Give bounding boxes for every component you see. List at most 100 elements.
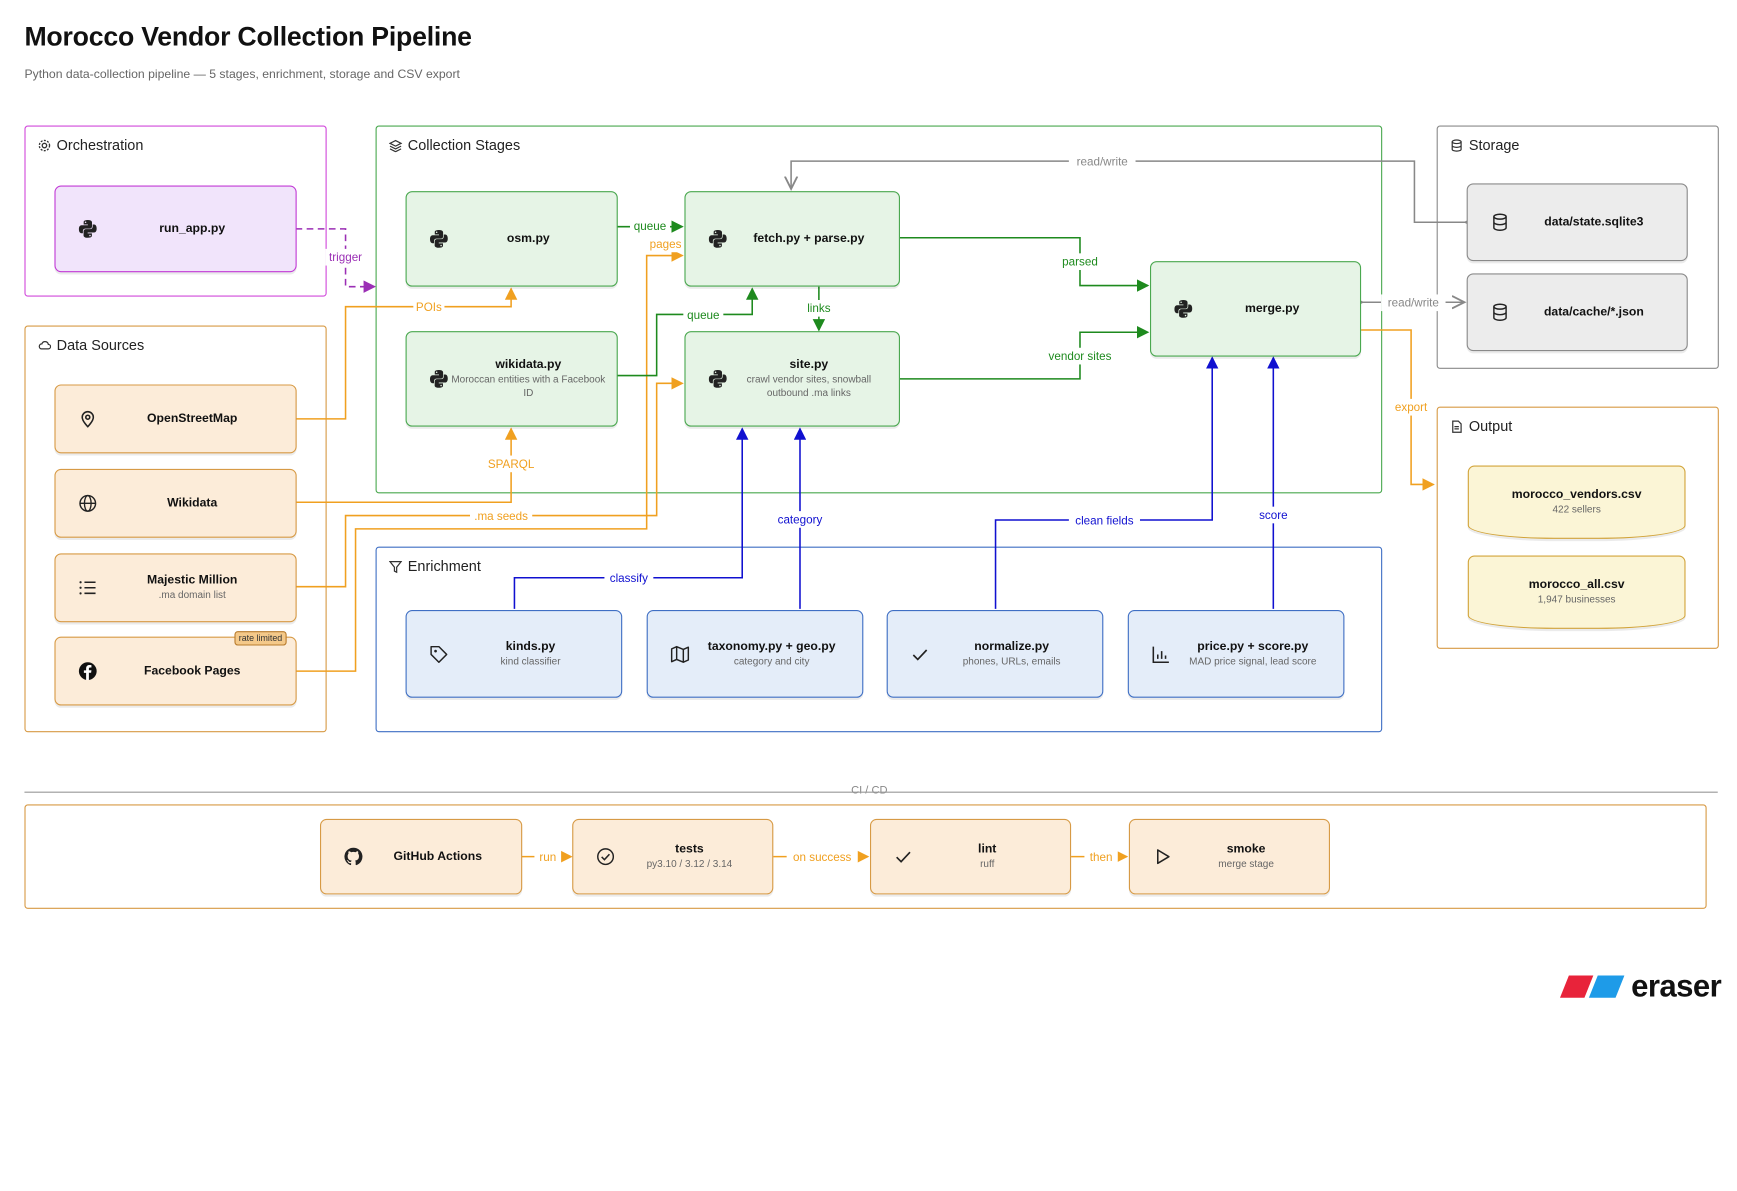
group-cicd <box>24 804 1707 909</box>
group-orchestration: Orchestration <box>24 125 327 297</box>
node-name: morocco_all.csv <box>1528 577 1625 592</box>
play-icon <box>1156 849 1170 865</box>
edge-label: queue <box>634 220 666 233</box>
node-wikidata-source[interactable]: Wikidata <box>54 468 297 538</box>
node-github-actions[interactable]: GitHub Actions <box>319 818 523 895</box>
group-enrichment: Enrichment <box>375 546 1383 733</box>
edge-label: queue <box>687 309 719 322</box>
tag-icon <box>430 645 448 663</box>
edge-read-write-state <box>791 160 1465 222</box>
logo-text: eraser <box>1631 968 1722 1004</box>
node-merge-py[interactable]: merge.py <box>1149 261 1362 357</box>
database-icon <box>1493 213 1507 231</box>
edge-pages <box>295 249 684 672</box>
node-sub: MAD price signal, lead score <box>1189 655 1317 667</box>
edge-label: on success <box>793 851 851 864</box>
edge-label: pages <box>650 238 682 251</box>
rate-limited-badge: rate limited <box>234 631 287 646</box>
edge-clean-fields <box>994 356 1219 609</box>
node-name: smoke <box>1226 842 1266 856</box>
node-majestic-million[interactable]: Majestic Million .ma domain list <box>54 553 297 623</box>
page-title: Morocco Vendor Collection Pipeline <box>24 22 472 53</box>
node-name: OpenStreetMap <box>147 412 238 426</box>
node-name: taxonomy.py + geo.py <box>707 639 836 653</box>
node-name: Majestic Million <box>147 573 238 587</box>
edge-label: export <box>1395 401 1428 414</box>
node-name: merge.py <box>1245 302 1300 316</box>
map-pin-icon <box>81 410 95 428</box>
node-name: wikidata.py <box>495 358 562 372</box>
list-icon <box>79 581 96 595</box>
node-sub: .ma domain list <box>158 589 226 601</box>
node-name: Wikidata <box>167 496 218 510</box>
node-fetch-parse[interactable]: fetch.py + parse.py <box>684 191 900 287</box>
edge-label: trigger <box>329 251 362 264</box>
edge-label: category <box>778 513 823 526</box>
check-icon <box>912 648 928 661</box>
node-sub: ruff <box>980 857 995 870</box>
edge-parsed <box>899 236 1150 292</box>
node-osm-py[interactable]: osm.py <box>405 191 618 287</box>
node-name: fetch.py + parse.py <box>753 232 865 246</box>
eraser-logo: eraser <box>1559 968 1722 1005</box>
node-facebook-pages[interactable]: rate limited Facebook Pages <box>54 631 297 706</box>
check-circle-icon <box>597 848 615 866</box>
node-name: run_app.py <box>159 222 226 236</box>
filter-icon <box>388 560 403 573</box>
python-icon <box>1174 299 1193 318</box>
node-name: tests <box>675 842 704 856</box>
connector-layer: trigger POIs SPARQL .ma seeds pages queu… <box>24 155 1718 865</box>
node-sub: phones, URLs, emails <box>962 655 1061 667</box>
edge-label: score <box>1259 509 1288 522</box>
group-label: Data Sources <box>56 336 145 354</box>
edge-label: run <box>539 851 556 864</box>
node-name: price.py + score.py <box>1197 639 1309 653</box>
node-openstreetmap[interactable]: OpenStreetMap <box>54 384 297 454</box>
edge-label: parsed <box>1062 256 1098 269</box>
edge-label: links <box>807 302 830 315</box>
node-name: site.py <box>789 358 829 372</box>
node-state-sqlite[interactable]: data/state.sqlite3 <box>1466 183 1688 262</box>
edge-label: classify <box>610 572 648 585</box>
python-icon <box>78 219 97 238</box>
node-sub: 422 sellers <box>1552 503 1601 515</box>
python-icon <box>429 369 448 388</box>
facebook-icon <box>78 662 97 680</box>
python-icon <box>708 369 727 388</box>
node-sub: category and city <box>733 655 810 667</box>
node-run-app[interactable]: run_app.py <box>54 185 297 273</box>
gear-icon <box>38 139 51 151</box>
bar-chart-icon <box>1152 646 1169 663</box>
python-icon <box>708 229 727 248</box>
edge-pois <box>295 287 518 420</box>
eraser-logo-mark <box>1559 975 1625 998</box>
edge-label: read/write <box>1077 156 1128 169</box>
node-name: data/cache/*.json <box>1543 305 1644 319</box>
cicd-label: CI / CD <box>846 784 892 797</box>
node-cache-json[interactable]: data/cache/*.json <box>1466 273 1688 352</box>
node-taxonomy-geo[interactable]: taxonomy.py + geo.py category and city <box>646 609 864 698</box>
database-icon <box>1451 138 1462 152</box>
group-data-sources: Data Sources <box>24 325 327 733</box>
check-icon <box>896 851 911 863</box>
node-name: osm.py <box>506 232 550 246</box>
node-name: Facebook Pages <box>143 664 241 678</box>
node-name: morocco_vendors.csv <box>1511 487 1642 502</box>
database-icon <box>1493 303 1507 321</box>
cloud-icon <box>38 340 52 349</box>
node-name: kinds.py <box>505 639 556 653</box>
node-sub: py3.10 / 3.12 / 3.14 <box>646 857 733 870</box>
edge-label: vendor sites <box>1049 350 1112 363</box>
group-label: Orchestration <box>56 136 144 154</box>
node-name: data/state.sqlite3 <box>1544 215 1644 229</box>
